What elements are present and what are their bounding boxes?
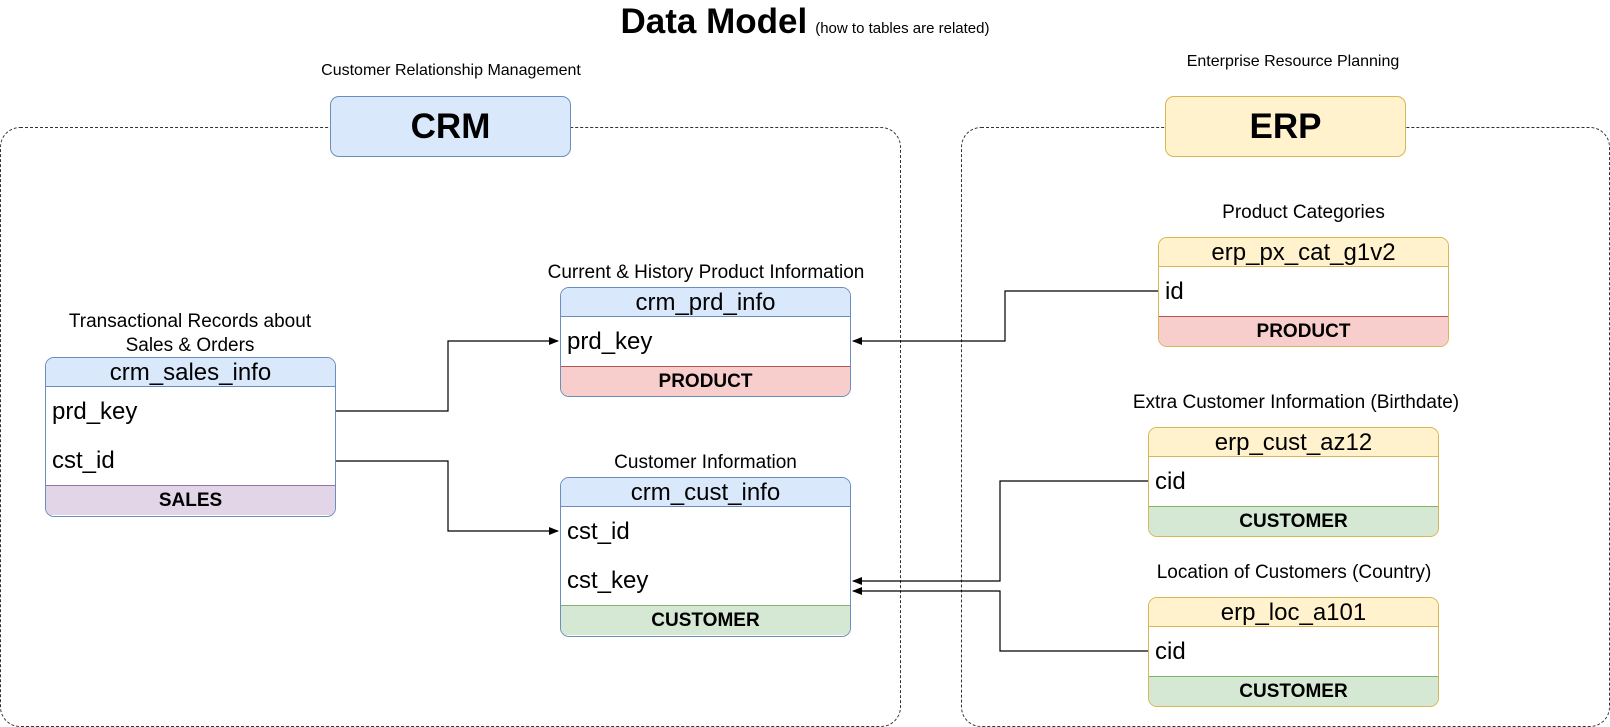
crm-sales-info-caption: Transactional Records about Sales & Orde… [40, 310, 340, 358]
table-field: cst_id [567, 518, 630, 545]
connector-sales-prd-key-to-prd-info [336, 337, 559, 412]
erp-cust-az12-table[interactable]: erp_cust_az12 cid CUSTOMER [1148, 427, 1439, 537]
table-field: cid [1155, 638, 1186, 665]
table-field: prd_key [567, 328, 653, 355]
connector-erp-loc-cid-to-cust-key [852, 587, 1148, 652]
crm-group-label: CRM [330, 96, 571, 157]
table-name: crm_sales_info [46, 358, 335, 387]
erp-loc-a101-table[interactable]: erp_loc_a101 cid CUSTOMER [1148, 597, 1439, 707]
crm-sales-info-caption-line2: Sales & Orders [125, 335, 255, 356]
table-tag: CUSTOMER [1149, 676, 1438, 706]
crm-group-caption: Customer Relationship Management [321, 62, 581, 79]
connector-erp-cust-cid-to-cust-key [852, 480, 1148, 585]
connector-erp-px-cat-id-to-prd-info [852, 290, 1158, 345]
table-field: cst_key [567, 567, 649, 594]
crm-cust-info-caption: Customer Information [614, 452, 797, 473]
erp-px-cat-caption: Product Categories [1222, 202, 1385, 223]
table-name: crm_prd_info [561, 288, 850, 317]
erp-group-caption: Enterprise Resource Planning [1186, 53, 1400, 70]
table-tag: PRODUCT [561, 366, 850, 396]
crm-cust-info-table[interactable]: crm_cust_info cst_id cst_key CUSTOMER [560, 477, 851, 637]
table-field: prd_key [52, 398, 138, 425]
crm-sales-info-caption-line1: Transactional Records about [68, 311, 312, 332]
table-tag: SALES [46, 485, 335, 515]
table-name: erp_cust_az12 [1149, 428, 1438, 457]
table-tag: CUSTOMER [1149, 506, 1438, 536]
title-main: Data Model [620, 2, 808, 41]
erp-cust-az12-caption: Extra Customer Information (Birthdate) [1132, 392, 1460, 413]
table-tag: PRODUCT [1159, 316, 1448, 346]
table-field: cst_id [52, 447, 115, 474]
erp-px-cat-table[interactable]: erp_px_cat_g1v2 id PRODUCT [1158, 237, 1449, 347]
table-name: erp_loc_a101 [1149, 598, 1438, 627]
table-field: id [1165, 278, 1184, 305]
crm-prd-info-caption: Current & History Product Information [547, 262, 865, 283]
erp-loc-a101-caption: Location of Customers (Country) [1156, 562, 1432, 583]
table-tag: CUSTOMER [561, 605, 850, 635]
erp-group-label: ERP [1165, 96, 1406, 157]
table-name: erp_px_cat_g1v2 [1159, 238, 1448, 267]
table-field: cid [1155, 468, 1186, 495]
crm-sales-info-table[interactable]: crm_sales_info prd_key cst_id SALES [45, 357, 336, 517]
table-name: crm_cust_info [561, 478, 850, 507]
crm-prd-info-table[interactable]: crm_prd_info prd_key PRODUCT [560, 287, 851, 397]
title-subtitle: (how to tables are related) [815, 20, 990, 37]
connector-sales-cst-id-to-cust-info [336, 460, 559, 535]
diagram-title: Data Model (how to tables are related) [0, 2, 1610, 42]
